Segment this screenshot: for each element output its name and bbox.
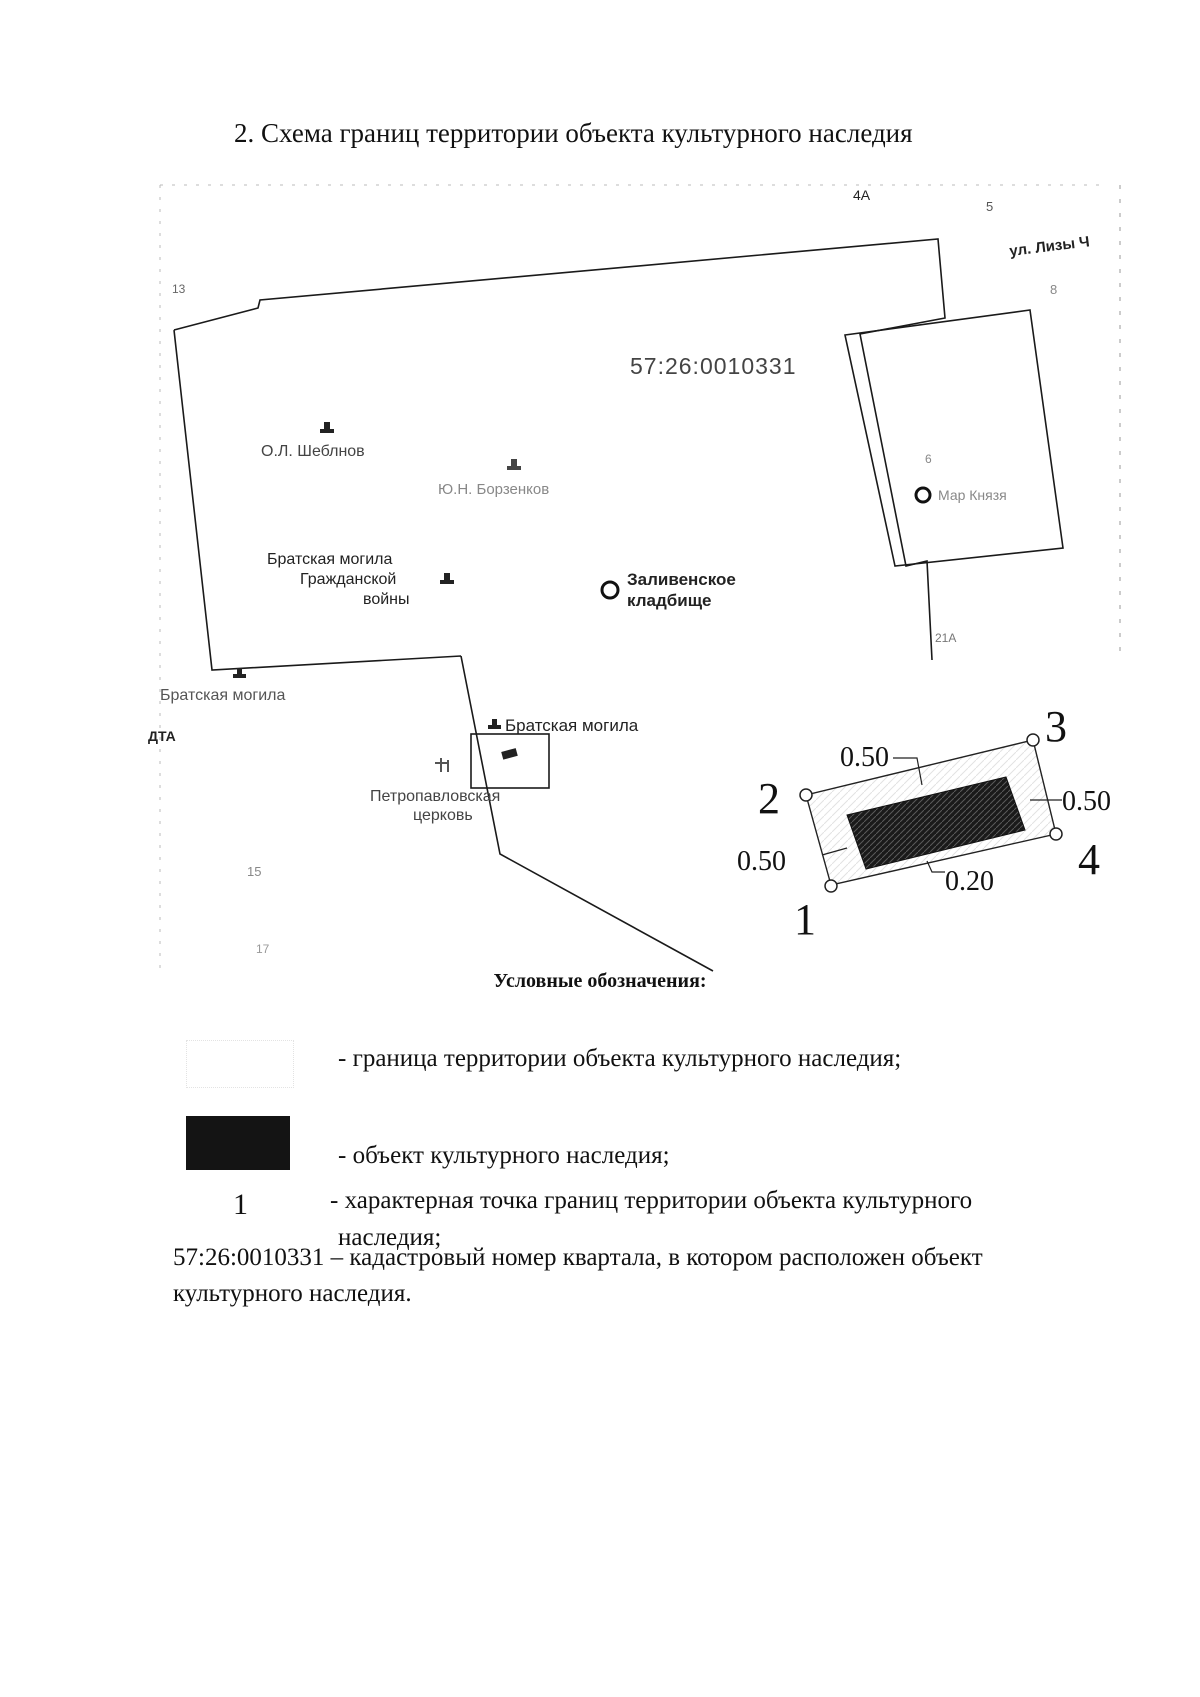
mass-grave-civil-war-line2: Гражданской <box>300 571 396 588</box>
grave-icon <box>507 459 521 470</box>
church-icon <box>435 758 449 772</box>
scan-frame <box>159 184 1121 975</box>
boundary-point-4 <box>1049 827 1063 841</box>
heritage-object <box>846 776 1026 870</box>
house-number-21a: 21А <box>935 631 956 645</box>
dimension-label-offset: 0.20 <box>945 866 994 897</box>
point-label-1: 1 <box>794 895 816 944</box>
dimension-label-left: 0.50 <box>737 846 786 877</box>
mass-grave-civil-war-line3: войны <box>363 591 410 608</box>
church-label-line2: церковь <box>413 807 473 824</box>
boundary-point-3 <box>1026 733 1040 747</box>
legend-boundary-text: - граница территории объекта культурного… <box>338 1045 902 1072</box>
legend-heading: Условные обозначения: <box>493 970 707 992</box>
boundary-scheme-map: 57:26:0010331 ул. Лизы Ч 4А 5 8 13 6 21А… <box>148 184 1121 975</box>
house-number-5: 5 <box>986 199 993 214</box>
church-label-line1: Петропавловская <box>370 788 500 805</box>
mass-grave-civil-war-line1: Братская могила <box>267 551 392 568</box>
point-label-4: 4 <box>1078 835 1100 884</box>
page-title: 2. Схема границ территории объекта культ… <box>234 118 913 148</box>
legend-object-swatch <box>186 1116 290 1170</box>
grave-icon <box>488 719 501 729</box>
legend-point-text-line2: наследия; <box>338 1224 442 1251</box>
boundary-point-2 <box>799 788 813 802</box>
grave-icon <box>233 668 246 678</box>
cemetery-marker-icon <box>600 580 620 600</box>
point-label-2: 2 <box>758 774 780 823</box>
grave-icon <box>320 422 334 433</box>
dimension-label-top: 0.50 <box>840 742 889 773</box>
point-label-3: 3 <box>1045 702 1067 751</box>
parcel-outline <box>844 309 1064 567</box>
cemetery-label-line2: кладбище <box>627 591 712 610</box>
dimension-label-right: 0.50 <box>1062 786 1111 817</box>
house-number-13: 13 <box>172 282 186 296</box>
mass-grave-left-label: Братская могила <box>160 687 285 704</box>
object-location-box <box>470 733 550 789</box>
house-number-17: 17 <box>256 942 270 956</box>
house-number-15: 15 <box>247 864 261 879</box>
grave-label-sheblnov: О.Л. Шеблнов <box>261 443 365 460</box>
cadastral-number-label: 57:26:0010331 <box>630 353 797 379</box>
cadastral-number-note: 57:26:0010331 – кадастровый номер кварта… <box>173 1244 983 1307</box>
boundary-point-1 <box>824 879 838 893</box>
grave-icon <box>440 573 454 584</box>
house-number-6: 6 <box>925 452 932 466</box>
legend-boundary-swatch <box>186 1040 294 1088</box>
fragment-left-label: ДТА <box>148 728 176 744</box>
legend-point-text-line1: - характерная точка границ территории об… <box>330 1187 973 1214</box>
fragment-right-label: Мар Князя <box>938 487 1007 503</box>
place-marker-icon <box>914 486 932 504</box>
house-number-4a: 4А <box>853 187 871 203</box>
grave-label-borzenkov: Ю.Н. Борзенков <box>438 481 549 498</box>
cemetery-label-line1: Заливенское <box>627 570 736 589</box>
legend-object-text: - объект культурного наследия; <box>338 1142 670 1169</box>
object-location-mark <box>501 748 518 760</box>
object-inset-diagram: 1 2 3 4 0.50 0.50 0.50 0.20 <box>737 702 1111 944</box>
legend-point-marker: 1 <box>233 1188 248 1221</box>
street-label: ул. Лизы Ч <box>1008 233 1090 260</box>
house-number-8: 8 <box>1050 282 1057 297</box>
mass-grave-center-label: Братская могила <box>505 716 639 735</box>
